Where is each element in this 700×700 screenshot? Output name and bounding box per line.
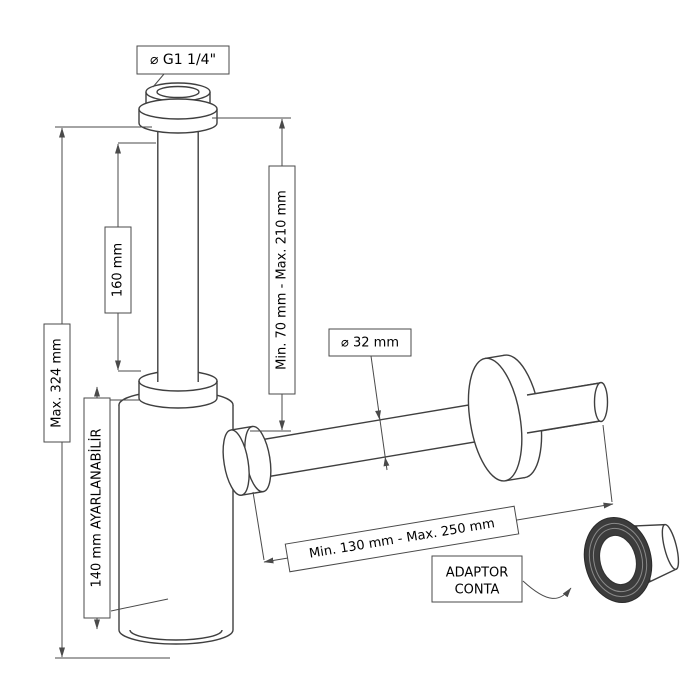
- wall-rosette: [467, 354, 543, 482]
- dimension-max-height: Max. 324 mm: [43, 126, 170, 659]
- collar-front-rim: [138, 380, 218, 392]
- vertical-inlet-pipe: [157, 126, 199, 382]
- max-height-label-box: [43, 323, 71, 443]
- dimension-body-adjustable: 140 mm AYARLANABİLİR: [83, 386, 169, 630]
- vertical-adjust-label: Min. 70 mm - Max. 210 mm: [275, 190, 290, 370]
- trap-assembly: [118, 82, 680, 645]
- pipe-diameter-label: ⌀ 32 mm: [341, 336, 399, 351]
- inlet-thread-nut: [138, 82, 218, 134]
- pipe-length-label-box: [104, 226, 132, 314]
- max-height-label: Max. 324 mm: [50, 338, 65, 427]
- dimension-vertical-adjust: Min. 70 mm - Max. 210 mm: [212, 117, 296, 432]
- pipe-end-segment: [526, 381, 609, 434]
- horizontal-adjust-label-box: [284, 505, 520, 573]
- dimension-pipe-diameter: ⌀ 32 mm: [328, 328, 412, 471]
- pipe-diameter-label-box: [328, 328, 412, 357]
- adaptor-seal: [583, 517, 680, 603]
- label-thread-size: ⌀ G1 1/4": [136, 45, 230, 88]
- vertical-adjust-label-box: [268, 165, 296, 395]
- adaptor-label-box: [431, 555, 523, 603]
- adaptor-label-line1: ADAPTOR: [446, 566, 509, 581]
- outlet-nut: [222, 425, 272, 496]
- pipe-length-label: 160 mm: [111, 243, 126, 297]
- thread-size-label-box: [136, 45, 230, 75]
- body-adjustable-label-box: [83, 397, 111, 619]
- body-adjustable-label: 140 mm AYARLANABİLİR: [89, 428, 105, 587]
- dimension-pipe-length: 160 mm: [104, 142, 156, 372]
- label-adaptor-conta: ADAPTOR CONTA: [431, 555, 572, 603]
- adaptor-label-line2: CONTA: [455, 583, 500, 598]
- thread-size-label: ⌀ G1 1/4": [150, 52, 216, 68]
